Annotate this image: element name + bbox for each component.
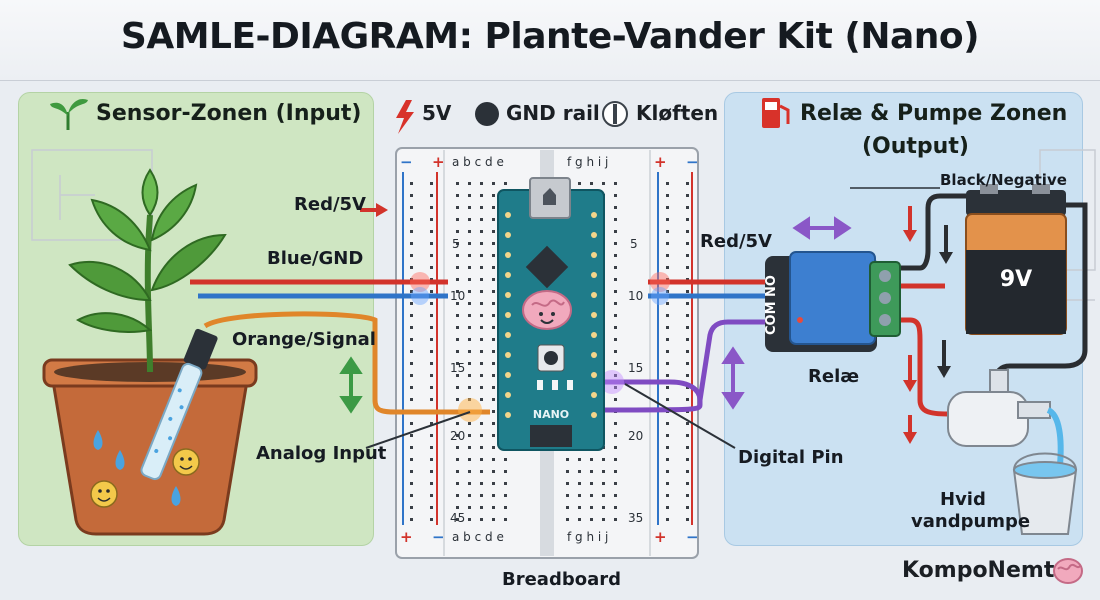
rail-minus-tl: − xyxy=(400,153,413,171)
row-number-right-2: 10 xyxy=(628,289,643,303)
page-title: SAMLE-DIAGRAM: Plante-Vander Kit (Nano) xyxy=(120,16,980,57)
arrow-purple-horizontal xyxy=(792,216,852,240)
row-number-left-3: 15 xyxy=(450,361,465,375)
relay-zone-subtitle: (Output) xyxy=(862,134,969,159)
title-bar: SAMLE-DIAGRAM: Plante-Vander Kit (Nano) xyxy=(0,0,1100,81)
row-number-right-3: 15 xyxy=(628,361,643,375)
black-wire-relay xyxy=(900,193,980,271)
pointer-digital xyxy=(624,383,736,449)
relay-zone-title: Relæ & Pumpe Zonen xyxy=(800,101,1068,126)
sensor-zone-title: Sensor-Zonen (Input) xyxy=(96,101,362,126)
bucket xyxy=(1012,452,1078,535)
legend-gnd-rail: GND rail xyxy=(506,101,600,125)
label-digital-pin: Digital Pin xyxy=(738,447,844,468)
lightning-icon xyxy=(396,100,414,134)
moisture-sensor-probe xyxy=(140,328,218,481)
pointer-analog xyxy=(365,411,471,449)
arrow-green-updown xyxy=(339,356,363,414)
rail-plus-bl: + xyxy=(400,528,413,546)
row-number-left-2: 10 xyxy=(450,289,465,303)
row-number-left-4: 20 xyxy=(450,429,465,443)
breadboard-label: Breadboard xyxy=(502,569,621,590)
breadboard-cols-left-bottom: a b c d e xyxy=(452,530,504,544)
red-wire-pump xyxy=(900,317,949,417)
label-analog-input: Analog Input xyxy=(256,443,387,464)
row-number-right-5: 35 xyxy=(628,511,643,525)
ground-rail-icon xyxy=(475,102,499,126)
relay-terminals-label: COM NO xyxy=(764,275,779,335)
label-pump-line2: vandpumpe xyxy=(911,511,1031,532)
breadboard-cols-right-top: f g h i j xyxy=(567,155,608,169)
arrow-purple-updown xyxy=(721,346,745,410)
water-pump xyxy=(947,369,1051,447)
rail-plus-tr: + xyxy=(654,153,667,171)
fuel-pump-icon xyxy=(762,98,790,128)
smiley-icon xyxy=(90,448,200,508)
sprout-icon xyxy=(50,98,88,130)
label-black-negative: Black/Negative xyxy=(940,171,1067,189)
nano-label: NANO xyxy=(533,408,569,421)
row-number-right-4: 20 xyxy=(628,429,643,443)
orange-wire-left xyxy=(203,311,490,415)
arrow-red-down-2 xyxy=(903,355,917,392)
rail-plus-br: + xyxy=(654,528,667,546)
label-orange-signal: Orange/Signal xyxy=(232,329,376,350)
legend-5v: 5V xyxy=(422,101,452,125)
row-number-left-5: 45 xyxy=(450,511,465,525)
relay-module xyxy=(765,251,901,352)
rail-minus-bl: − xyxy=(432,528,445,546)
brand-brain-icon xyxy=(1053,558,1083,584)
arrow-black-down-2 xyxy=(937,340,951,378)
brand-name: KompoNemt xyxy=(902,558,1055,583)
purple-wire xyxy=(590,319,765,413)
brain-mascot-icon xyxy=(522,290,572,330)
label-relay: Relæ xyxy=(808,366,860,387)
rail-minus-tr: − xyxy=(686,153,699,171)
battery-9v xyxy=(965,184,1067,335)
arrow-red-down-1 xyxy=(903,206,917,242)
water-stream-icon xyxy=(1046,407,1064,466)
rail-minus-br: − xyxy=(686,528,699,546)
label-red-5v-left: Red/5V xyxy=(294,194,366,215)
legend-divider: Kløften xyxy=(636,101,719,125)
arrow-red-down-3 xyxy=(903,415,917,444)
breadboard-cols-left-top: a b c d e xyxy=(452,155,504,169)
rail-plus-tl: + xyxy=(432,153,445,171)
row-number-left-1: 5 xyxy=(452,237,460,251)
label-pump-line1: Hvid xyxy=(940,489,986,510)
arrow-black-down-1 xyxy=(939,225,953,264)
breadboard-cols-right-bottom: f g h i j xyxy=(567,530,608,544)
label-red-5v-right: Red/5V xyxy=(700,231,772,252)
water-drops-icon xyxy=(93,430,181,506)
label-blue-gnd: Blue/GND xyxy=(267,248,364,269)
arrow-red-5v xyxy=(360,203,388,217)
row-number-right-1: 5 xyxy=(630,237,638,251)
battery-label: 9V xyxy=(1000,267,1032,292)
divider-icon xyxy=(602,101,628,127)
plant xyxy=(68,168,227,373)
